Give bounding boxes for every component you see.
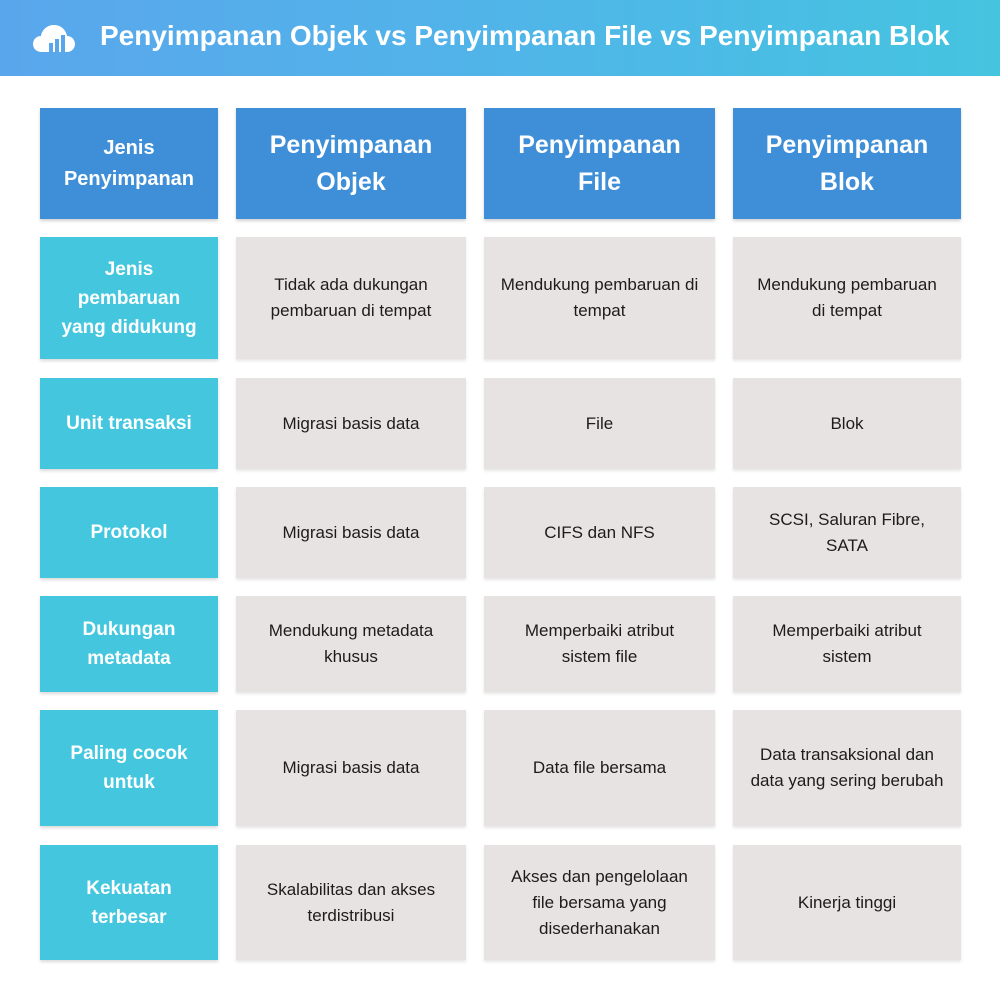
row-label: Kekuatan terbesar [40, 845, 218, 960]
table-cell: Data transaksional dan data yang sering … [733, 710, 961, 826]
table-cell: Tidak ada dukungan pembaruan di tempat [236, 237, 466, 359]
cloud-chart-icon [33, 25, 75, 52]
table-cell: Blok [733, 378, 961, 469]
table-cell: Skalabilitas dan akses terdistribusi [236, 845, 466, 960]
row-label: Protokol [40, 487, 218, 578]
row-label: Paling cocok untuk [40, 710, 218, 826]
page-title: Penyimpanan Objek vs Penyimpanan File vs… [100, 20, 950, 51]
table-cell: CIFS dan NFS [484, 487, 715, 578]
table-cell: Migrasi basis data [236, 378, 466, 469]
table-cell: Mendukung metadata khusus [236, 596, 466, 692]
table-cell: File [484, 378, 715, 469]
table-cell: Akses dan pengelolaan file bersama yang … [484, 845, 715, 960]
row-label: Jenis pembaruan yang didukung [40, 237, 218, 359]
table-cell: Memperbaiki atribut sistem [733, 596, 961, 692]
table-cell: Migrasi basis data [236, 487, 466, 578]
column-header-file: Penyimpanan File [484, 108, 715, 219]
corner-header: Jenis Penyimpanan [40, 108, 218, 219]
table-cell: Migrasi basis data [236, 710, 466, 826]
column-header-object: Penyimpanan Objek [236, 108, 466, 219]
row-label: Dukungan metadata [40, 596, 218, 692]
table-cell: SCSI, Saluran Fibre, SATA [733, 487, 961, 578]
column-header-block: Penyimpanan Blok [733, 108, 961, 219]
title-banner: Penyimpanan Objek vs Penyimpanan File vs… [0, 0, 1000, 76]
table-cell: Mendukung pembaruan di tempat [484, 237, 715, 359]
table-cell: Data file bersama [484, 710, 715, 826]
table-cell: Kinerja tinggi [733, 845, 961, 960]
row-label: Unit transaksi [40, 378, 218, 469]
table-cell: Memperbaiki atribut sistem file [484, 596, 715, 692]
table-cell: Mendukung pembaruan di tempat [733, 237, 961, 359]
